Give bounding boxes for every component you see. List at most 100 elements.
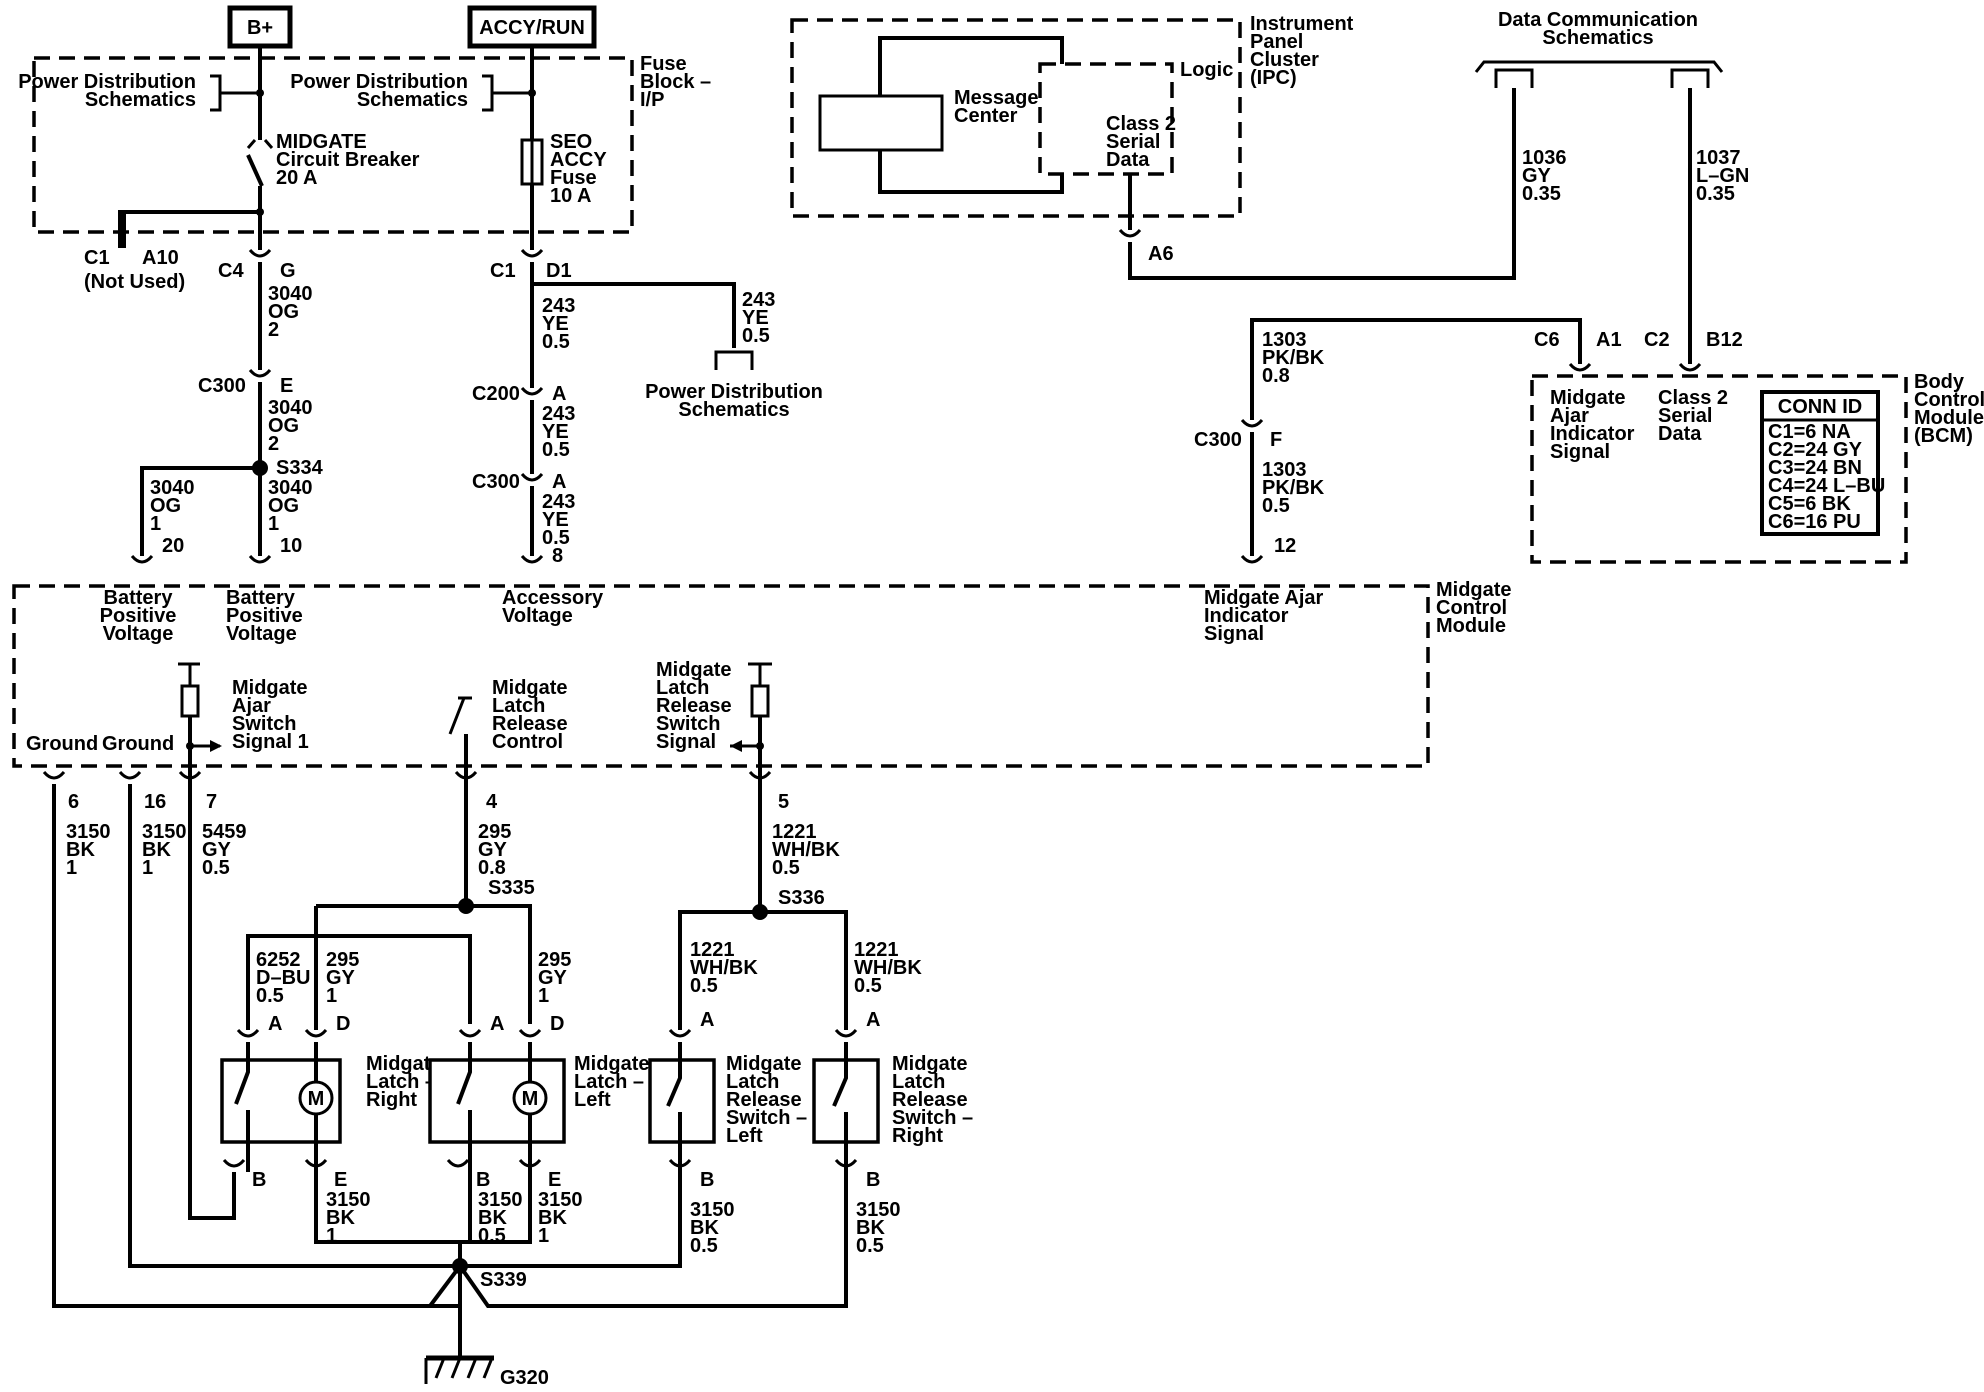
splice-s339: S339 xyxy=(480,1269,527,1291)
conn-id-table: CONN ID C1=6 NA C2=24 GY C3=24 BN C4=24 … xyxy=(1760,390,1885,536)
pin-a: A xyxy=(700,1009,714,1031)
splice-s336: S336 xyxy=(778,887,825,909)
ground1-label: Ground xyxy=(26,733,98,755)
pin-a: A xyxy=(268,1013,282,1035)
conn-id-title: CONN ID xyxy=(1778,396,1862,418)
pin-d: D xyxy=(336,1013,350,1035)
pin-d: D xyxy=(550,1013,564,1035)
conn-id-row: C2=24 GY xyxy=(1768,439,1863,461)
ground-g320: G320 xyxy=(500,1367,549,1389)
pin-12: 12 xyxy=(1274,535,1296,557)
pin-4: 4 xyxy=(486,791,498,813)
conn-id-row: C4=24 L–BU xyxy=(1768,475,1885,497)
pin-6: 6 xyxy=(68,791,79,813)
conn-id-row: C6=16 PU xyxy=(1768,511,1861,533)
pin-e: E xyxy=(334,1169,347,1191)
pin-b: B xyxy=(866,1169,880,1191)
motor-icon: M xyxy=(308,1088,325,1110)
splice-s334: S334 xyxy=(276,457,324,479)
pin-16: 16 xyxy=(144,791,166,813)
conn-id-row: C3=24 BN xyxy=(1768,457,1862,479)
pin-a: A xyxy=(866,1009,880,1031)
pin-e: E xyxy=(548,1169,561,1191)
pin-20: 20 xyxy=(162,535,184,557)
splice-s335: S335 xyxy=(488,877,535,899)
pin-10: 10 xyxy=(280,535,302,557)
pin-b: B xyxy=(700,1169,714,1191)
ground-icon xyxy=(424,1355,494,1384)
conn-id-row: C5=6 BK xyxy=(1768,493,1851,515)
fuse-block-outline xyxy=(32,56,634,234)
ground2-label: Ground xyxy=(102,733,174,755)
pin-a: A xyxy=(490,1013,504,1035)
logic-label: Logic xyxy=(1180,59,1233,81)
ipc-pin-a6: A6 xyxy=(1148,243,1174,265)
pin-5: 5 xyxy=(778,791,789,813)
conn-id-row: C1=6 NA xyxy=(1768,421,1851,443)
b-plus-label: B+ xyxy=(247,17,273,39)
pin-b: B xyxy=(476,1169,490,1191)
